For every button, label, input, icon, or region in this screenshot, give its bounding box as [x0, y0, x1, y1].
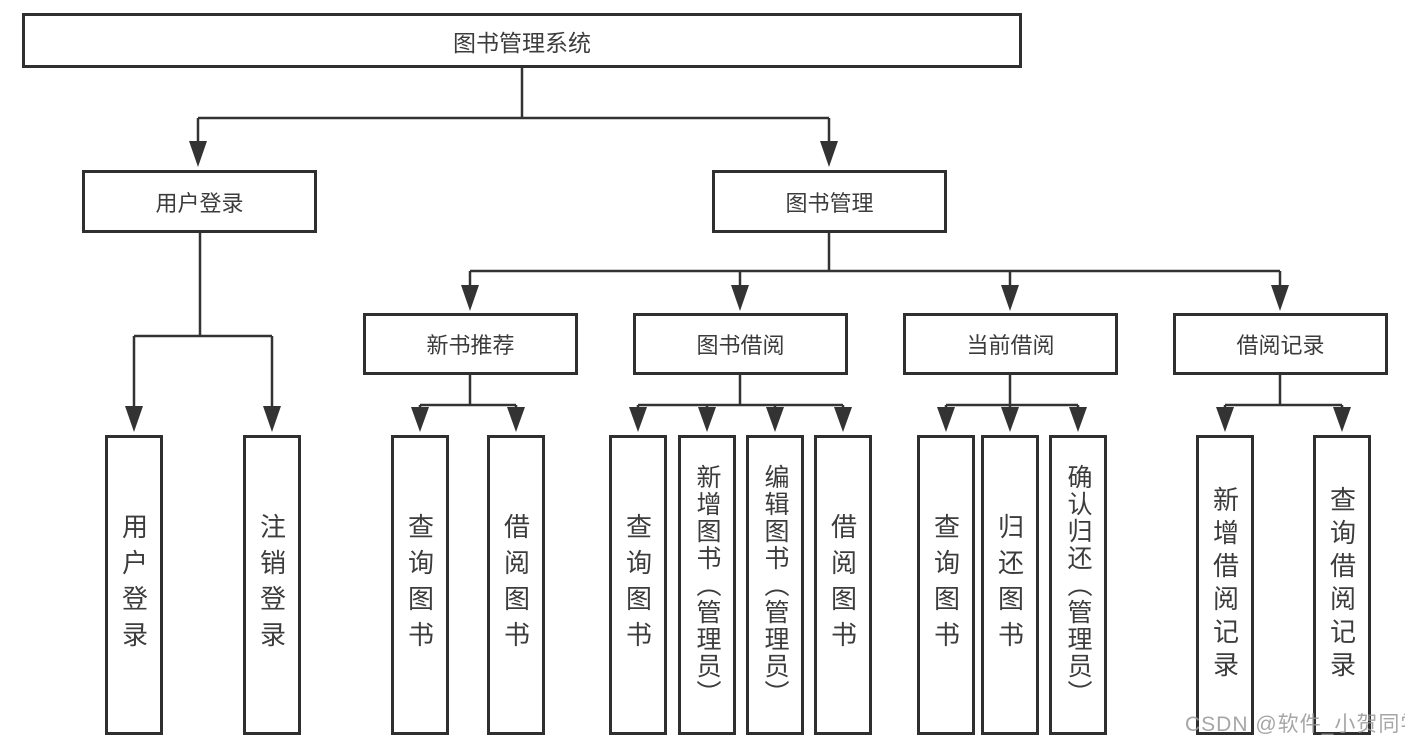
node-label: 查询借阅记录 — [1326, 486, 1357, 684]
node-leaf-borrow-books-1: 借阅图书 — [487, 435, 545, 735]
node-label: 借阅图书 — [500, 513, 531, 657]
node-leaf-logout: 注销登录 — [243, 435, 301, 735]
node-leaf-query-books-2: 查询图书 — [609, 435, 667, 735]
node-new-book-recommend: 新书推荐 — [363, 313, 578, 375]
node-label: 当前借阅 — [966, 333, 1055, 358]
node-leaf-borrow-books-2: 借阅图书 — [814, 435, 872, 735]
node-label: 借阅记录 — [1236, 333, 1325, 358]
node-label: 新增借阅记录 — [1209, 486, 1240, 684]
node-label: 查询图书 — [930, 513, 961, 657]
node-leaf-user-login: 用户登录 — [105, 435, 163, 735]
node-leaf-return-books: 归还图书 — [981, 435, 1039, 735]
node-label: 编辑图书（管理员） — [761, 463, 789, 707]
node-current-borrow: 当前借阅 — [903, 313, 1118, 375]
node-leaf-add-books-admin: 新增图书（管理员） — [678, 435, 736, 735]
node-book-borrow: 图书借阅 — [633, 313, 848, 375]
node-label: 新书推荐 — [426, 333, 515, 358]
csdn-watermark: CSDN @软件_小贺同学 — [1185, 713, 1405, 736]
node-leaf-confirm-return-admin: 确认归还（管理员） — [1049, 435, 1107, 735]
node-label: 注销登录 — [256, 513, 287, 657]
node-user-login: 用户登录 — [82, 170, 317, 233]
node-leaf-edit-books-admin: 编辑图书（管理员） — [746, 435, 804, 735]
node-label: 用户登录 — [118, 513, 149, 657]
connector-book-borrow-children — [636, 375, 845, 409]
node-label: 借阅图书 — [827, 513, 858, 657]
connector-book-mgmt-children — [468, 233, 1282, 287]
connector-current-borrow-children — [944, 375, 1080, 409]
node-library-system: 图书管理系统 — [22, 13, 1022, 68]
node-leaf-query-borrow-record: 查询借阅记录 — [1313, 435, 1371, 735]
connector-root-to-level2 — [196, 68, 831, 145]
node-label: 查询图书 — [622, 513, 653, 657]
node-label: 确认归还（管理员） — [1064, 463, 1092, 707]
node-leaf-add-borrow-record: 新增借阅记录 — [1196, 435, 1254, 735]
node-label: 图书借阅 — [696, 333, 785, 358]
node-label: 图书管理 — [785, 190, 874, 216]
node-leaf-query-books-1: 查询图书 — [391, 435, 449, 735]
node-label: 归还图书 — [994, 513, 1025, 657]
node-book-management: 图书管理 — [712, 170, 947, 233]
node-label: 查询图书 — [404, 513, 435, 657]
node-label: 新增图书（管理员） — [693, 463, 721, 707]
node-label: 用户登录 — [155, 190, 244, 216]
node-label: 图书管理系统 — [453, 29, 591, 56]
node-borrow-records: 借阅记录 — [1173, 313, 1388, 375]
node-leaf-query-books-3: 查询图书 — [917, 435, 975, 735]
connector-user-login-children — [132, 233, 274, 408]
arrowheads — [125, 141, 1351, 432]
connector-new-book-children — [418, 375, 518, 409]
connector-borrow-records-children — [1223, 375, 1344, 409]
